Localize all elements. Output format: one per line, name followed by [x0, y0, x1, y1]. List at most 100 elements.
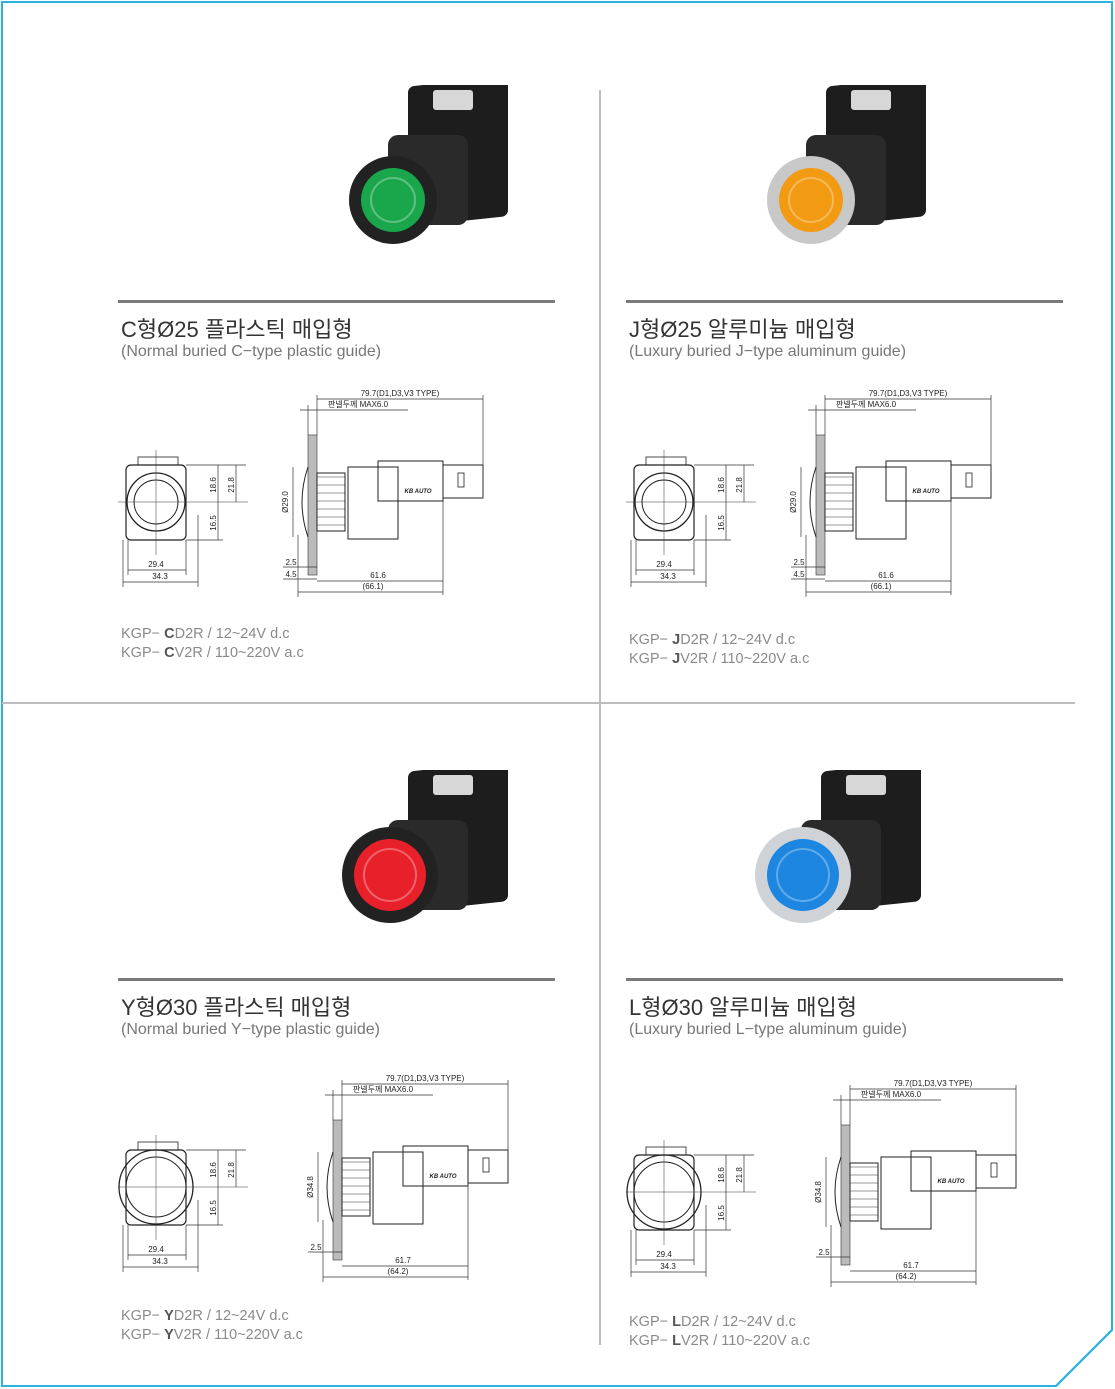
brand-mark: KB AUTO: [405, 489, 432, 495]
model-code: J: [672, 650, 681, 667]
dimension-label: 2.5: [793, 558, 805, 567]
model-line: KGP− JD2R / 12~24V d.c: [629, 631, 809, 650]
dimension-label: 21.8: [735, 477, 744, 493]
panel-hatch: [840, 1124, 851, 1266]
model-prefix: KGP−: [121, 1308, 165, 1324]
model-code: C: [164, 644, 175, 661]
model-prefix: KGP−: [121, 626, 165, 642]
dimension-label: 판넬두께 MAX6.0: [861, 1090, 922, 1099]
model-spec: D2R / 12~24V d.c: [680, 632, 796, 648]
product-photo: [767, 85, 926, 244]
dimension-label: 18.6: [717, 1167, 726, 1183]
model-code: L: [672, 1314, 681, 1330]
dimension-label: 21.8: [227, 477, 236, 493]
dimension-label: 79.7(D1,D3,V3 TYPE): [869, 389, 948, 398]
product-title: L형Ø30 알루미늄 매입형: [629, 995, 857, 1020]
model-code: Y: [164, 1326, 174, 1343]
dimension-label: 판넬두께 MAX6.0: [328, 400, 389, 409]
vertical-divider: [599, 90, 601, 1345]
brand-mark: KB AUTO: [913, 489, 940, 495]
dimension-label: 18.6: [717, 477, 726, 493]
model-prefix: KGP−: [629, 1332, 673, 1349]
dimension-label: 4.5: [285, 570, 297, 579]
product-photo: [342, 770, 508, 923]
dimension-label: Ø34.8: [814, 1181, 823, 1203]
dimension-label: 21.8: [227, 1162, 236, 1178]
nut: [316, 472, 346, 532]
dimension-label: (64.2): [388, 1267, 409, 1276]
dimension-label: 34.3: [152, 572, 168, 581]
model-code: Y: [164, 1308, 174, 1324]
product-subtitle: (Luxury buried L−type aluminum guide): [629, 1021, 907, 1038]
model-prefix: KGP−: [629, 632, 673, 648]
product-subtitle: (Normal buried Y−type plastic guide): [121, 1021, 380, 1038]
dimension-label: 79.7(D1,D3,V3 TYPE): [361, 389, 440, 398]
dimension-label: Ø29.0: [789, 491, 798, 513]
dimension-label: 61.6: [370, 571, 386, 580]
model-spec: V2R / 110~220V a.c: [680, 650, 810, 667]
dimension-label: 61.7: [903, 1261, 919, 1270]
dimension-label: 2.5: [818, 1248, 830, 1257]
panel-hatch: [307, 434, 318, 576]
dimension-label: Ø34.8: [306, 1176, 315, 1198]
side-view: KB AUTO Ø29.0 79.7(D1,D3,V3 TYPE) 판넬두께 MAX6…: [281, 389, 484, 597]
nut: [341, 1157, 371, 1217]
dimension-label: Ø29.0: [281, 491, 290, 513]
model-code: J: [672, 632, 681, 648]
lens-dome: [301, 466, 309, 538]
panel-hatch: [332, 1119, 343, 1261]
product-subtitle: (Luxury buried J−type aluminum guide): [629, 343, 907, 360]
dimension-label: (66.1): [871, 582, 892, 591]
model-code: L: [672, 1332, 681, 1349]
panel-hatch: [815, 434, 826, 576]
dimension-label: 29.4: [148, 1245, 164, 1254]
nut: [849, 1162, 879, 1222]
dimension-label: 16.5: [717, 515, 726, 531]
product-photo: [349, 85, 508, 244]
section-rule: [118, 300, 555, 303]
dimension-label: 61.6: [878, 571, 894, 580]
model-spec: V2R / 110~220V a.c: [174, 644, 304, 661]
section-rule: [626, 978, 1063, 981]
dimension-label: (64.2): [896, 1272, 917, 1281]
horizontal-divider: [2, 702, 1075, 704]
dimension-label: 34.3: [660, 572, 676, 581]
brand-mark: KB AUTO: [938, 1179, 965, 1185]
product-subtitle: (Normal buried C−type plastic guide): [121, 343, 382, 360]
dimension-label: 34.3: [152, 1257, 168, 1266]
nut: [824, 472, 854, 532]
dimension-label: 29.4: [656, 560, 672, 569]
dimension-label: (66.1): [363, 582, 384, 591]
dimension-label: 61.7: [395, 1256, 411, 1265]
dimension-label: 29.4: [656, 1250, 672, 1259]
dimension-label: 79.7(D1,D3,V3 TYPE): [386, 1074, 465, 1083]
product-title: C형Ø25 플라스틱 매입형: [121, 317, 353, 342]
dimension-label: 판넬두께 MAX6.0: [836, 400, 897, 409]
model-spec: V2R / 110~220V a.c: [680, 1332, 811, 1349]
product-photo: [755, 770, 921, 923]
lens-dome: [326, 1151, 334, 1223]
front-view: 18.6 21.8 16.5 29.4 34.3: [626, 450, 756, 587]
model-spec: V2R / 110~220V a.c: [173, 1326, 303, 1343]
model-spec: D2R / 12~24V d.c: [174, 626, 290, 642]
model-line: KGP− LV2R / 110~220V a.c: [629, 1332, 810, 1351]
product-title: Y형Ø30 플라스틱 매입형: [121, 995, 352, 1020]
dimension-drawing: 18.6 21.8 16.5 29.4 34.3 KB AUTO Ø29.0 79.7(D1,…: [626, 389, 992, 597]
dimension-label: 2.5: [310, 1243, 322, 1252]
dimension-label: 16.5: [209, 515, 218, 531]
lens-dome: [834, 1156, 842, 1228]
model-line: KGP− YD2R / 12~24V d.c: [121, 1307, 303, 1326]
model-prefix: KGP−: [121, 1326, 165, 1343]
dimension-label: 29.4: [148, 560, 164, 569]
dimension-label: 34.3: [660, 1262, 676, 1271]
model-prefix: KGP−: [121, 644, 165, 661]
